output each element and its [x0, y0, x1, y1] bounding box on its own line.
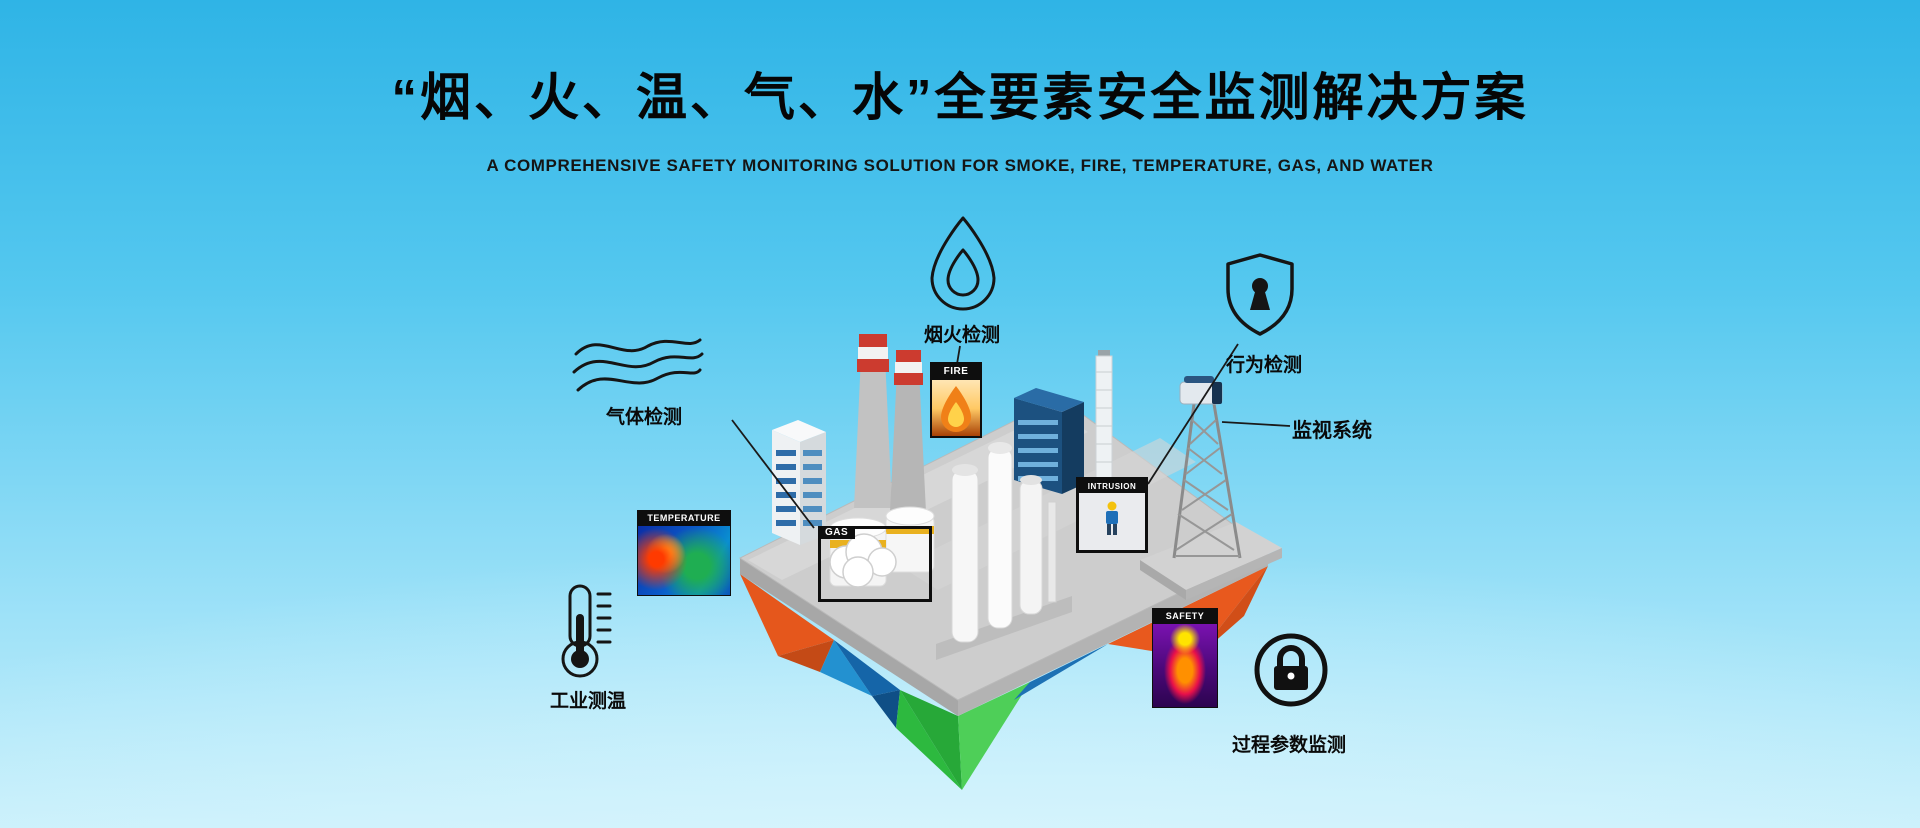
fire-flame-image: [941, 386, 971, 432]
intrusion-tag: INTRUSION: [1076, 477, 1148, 553]
callout-industrial-temp: 工业测温: [550, 686, 626, 713]
lock-icon: [1254, 633, 1328, 707]
callout-process-params: 过程参数监测: [1232, 730, 1346, 757]
temperature-tag: TEMPERATURE: [637, 510, 731, 596]
callout-smoke-fire-label: 烟火检测: [923, 325, 1001, 346]
callout-behavior-label: 行为检测: [1225, 355, 1303, 376]
connector-line-surveillance: [1221, 421, 1291, 427]
chimney-stacks: [854, 334, 926, 512]
callout-smoke-fire-icon: [922, 214, 1004, 319]
connector-line-fire: [956, 345, 961, 365]
page-title: “烟、火、温、气、水”全要素安全监测解决方案: [391, 69, 1529, 126]
thermometer-icon: [561, 584, 612, 678]
intrusion-tag-label: INTRUSION: [1079, 480, 1145, 493]
callout-industrial-temp-label: 工业测温: [549, 691, 627, 712]
callout-gas: 气体检测: [606, 402, 682, 429]
gas-tag-label: GAS: [818, 526, 856, 539]
process-column: [1095, 350, 1113, 489]
connector-line-gas: [731, 419, 815, 529]
callout-behavior-icon: [1224, 252, 1296, 343]
camera-tower: [1172, 376, 1242, 559]
callout-process-params-label: 过程参数监测: [1231, 735, 1347, 756]
gas-tag: GAS: [818, 526, 932, 602]
distillation-columns: [936, 442, 1072, 660]
connector-lines: [731, 343, 1291, 529]
surveillance-camera: [1179, 376, 1223, 405]
callout-behavior: 行为检测: [1226, 350, 1302, 377]
fire-tag-label: FIRE: [932, 364, 980, 380]
callout-gas-icon: [570, 328, 704, 411]
page-subtitle: A COMPREHENSIVE SAFETY MONITORING SOLUTI…: [486, 156, 1434, 175]
callout-industrial-temp-icon: [556, 582, 616, 685]
callout-process-params-icon: [1252, 630, 1330, 715]
safety-tag-label: SAFETY: [1153, 609, 1217, 624]
thermal-image: [638, 526, 730, 595]
worker-figure: [1106, 501, 1118, 535]
safety-tag: SAFETY: [1152, 608, 1218, 708]
blue-building: [1014, 388, 1084, 494]
callout-smoke-fire: 烟火检测: [924, 320, 1000, 347]
fire-tag: FIRE: [930, 362, 982, 438]
vapor-cloud: [829, 533, 897, 588]
gas-waves-icon: [572, 338, 704, 392]
temperature-tag-label: TEMPERATURE: [638, 511, 730, 526]
thermal-person-image: [1153, 624, 1217, 707]
flame-icon: [930, 216, 996, 311]
shield-keyhole-icon: [1226, 253, 1294, 336]
callout-surveillance: 监视系统: [1292, 414, 1372, 443]
callout-surveillance-label: 监视系统: [1292, 420, 1372, 442]
connector-line-behavior: [1147, 343, 1239, 485]
callout-gas-label: 气体检测: [605, 407, 683, 428]
